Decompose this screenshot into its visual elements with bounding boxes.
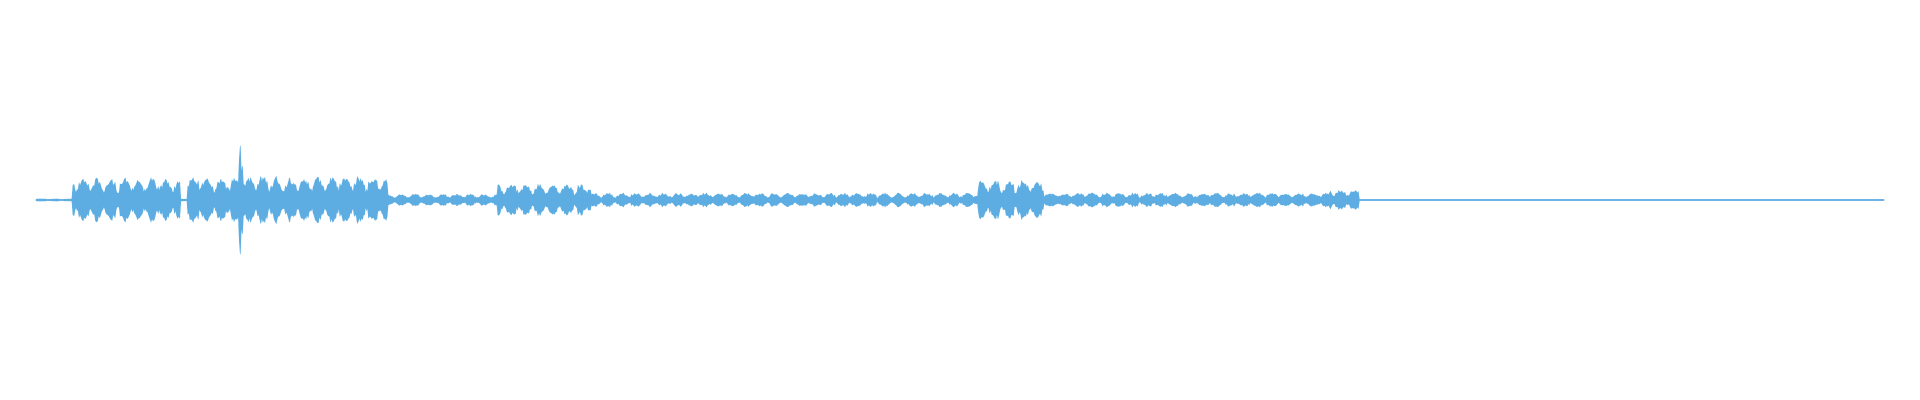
waveform-svg <box>35 145 1885 255</box>
